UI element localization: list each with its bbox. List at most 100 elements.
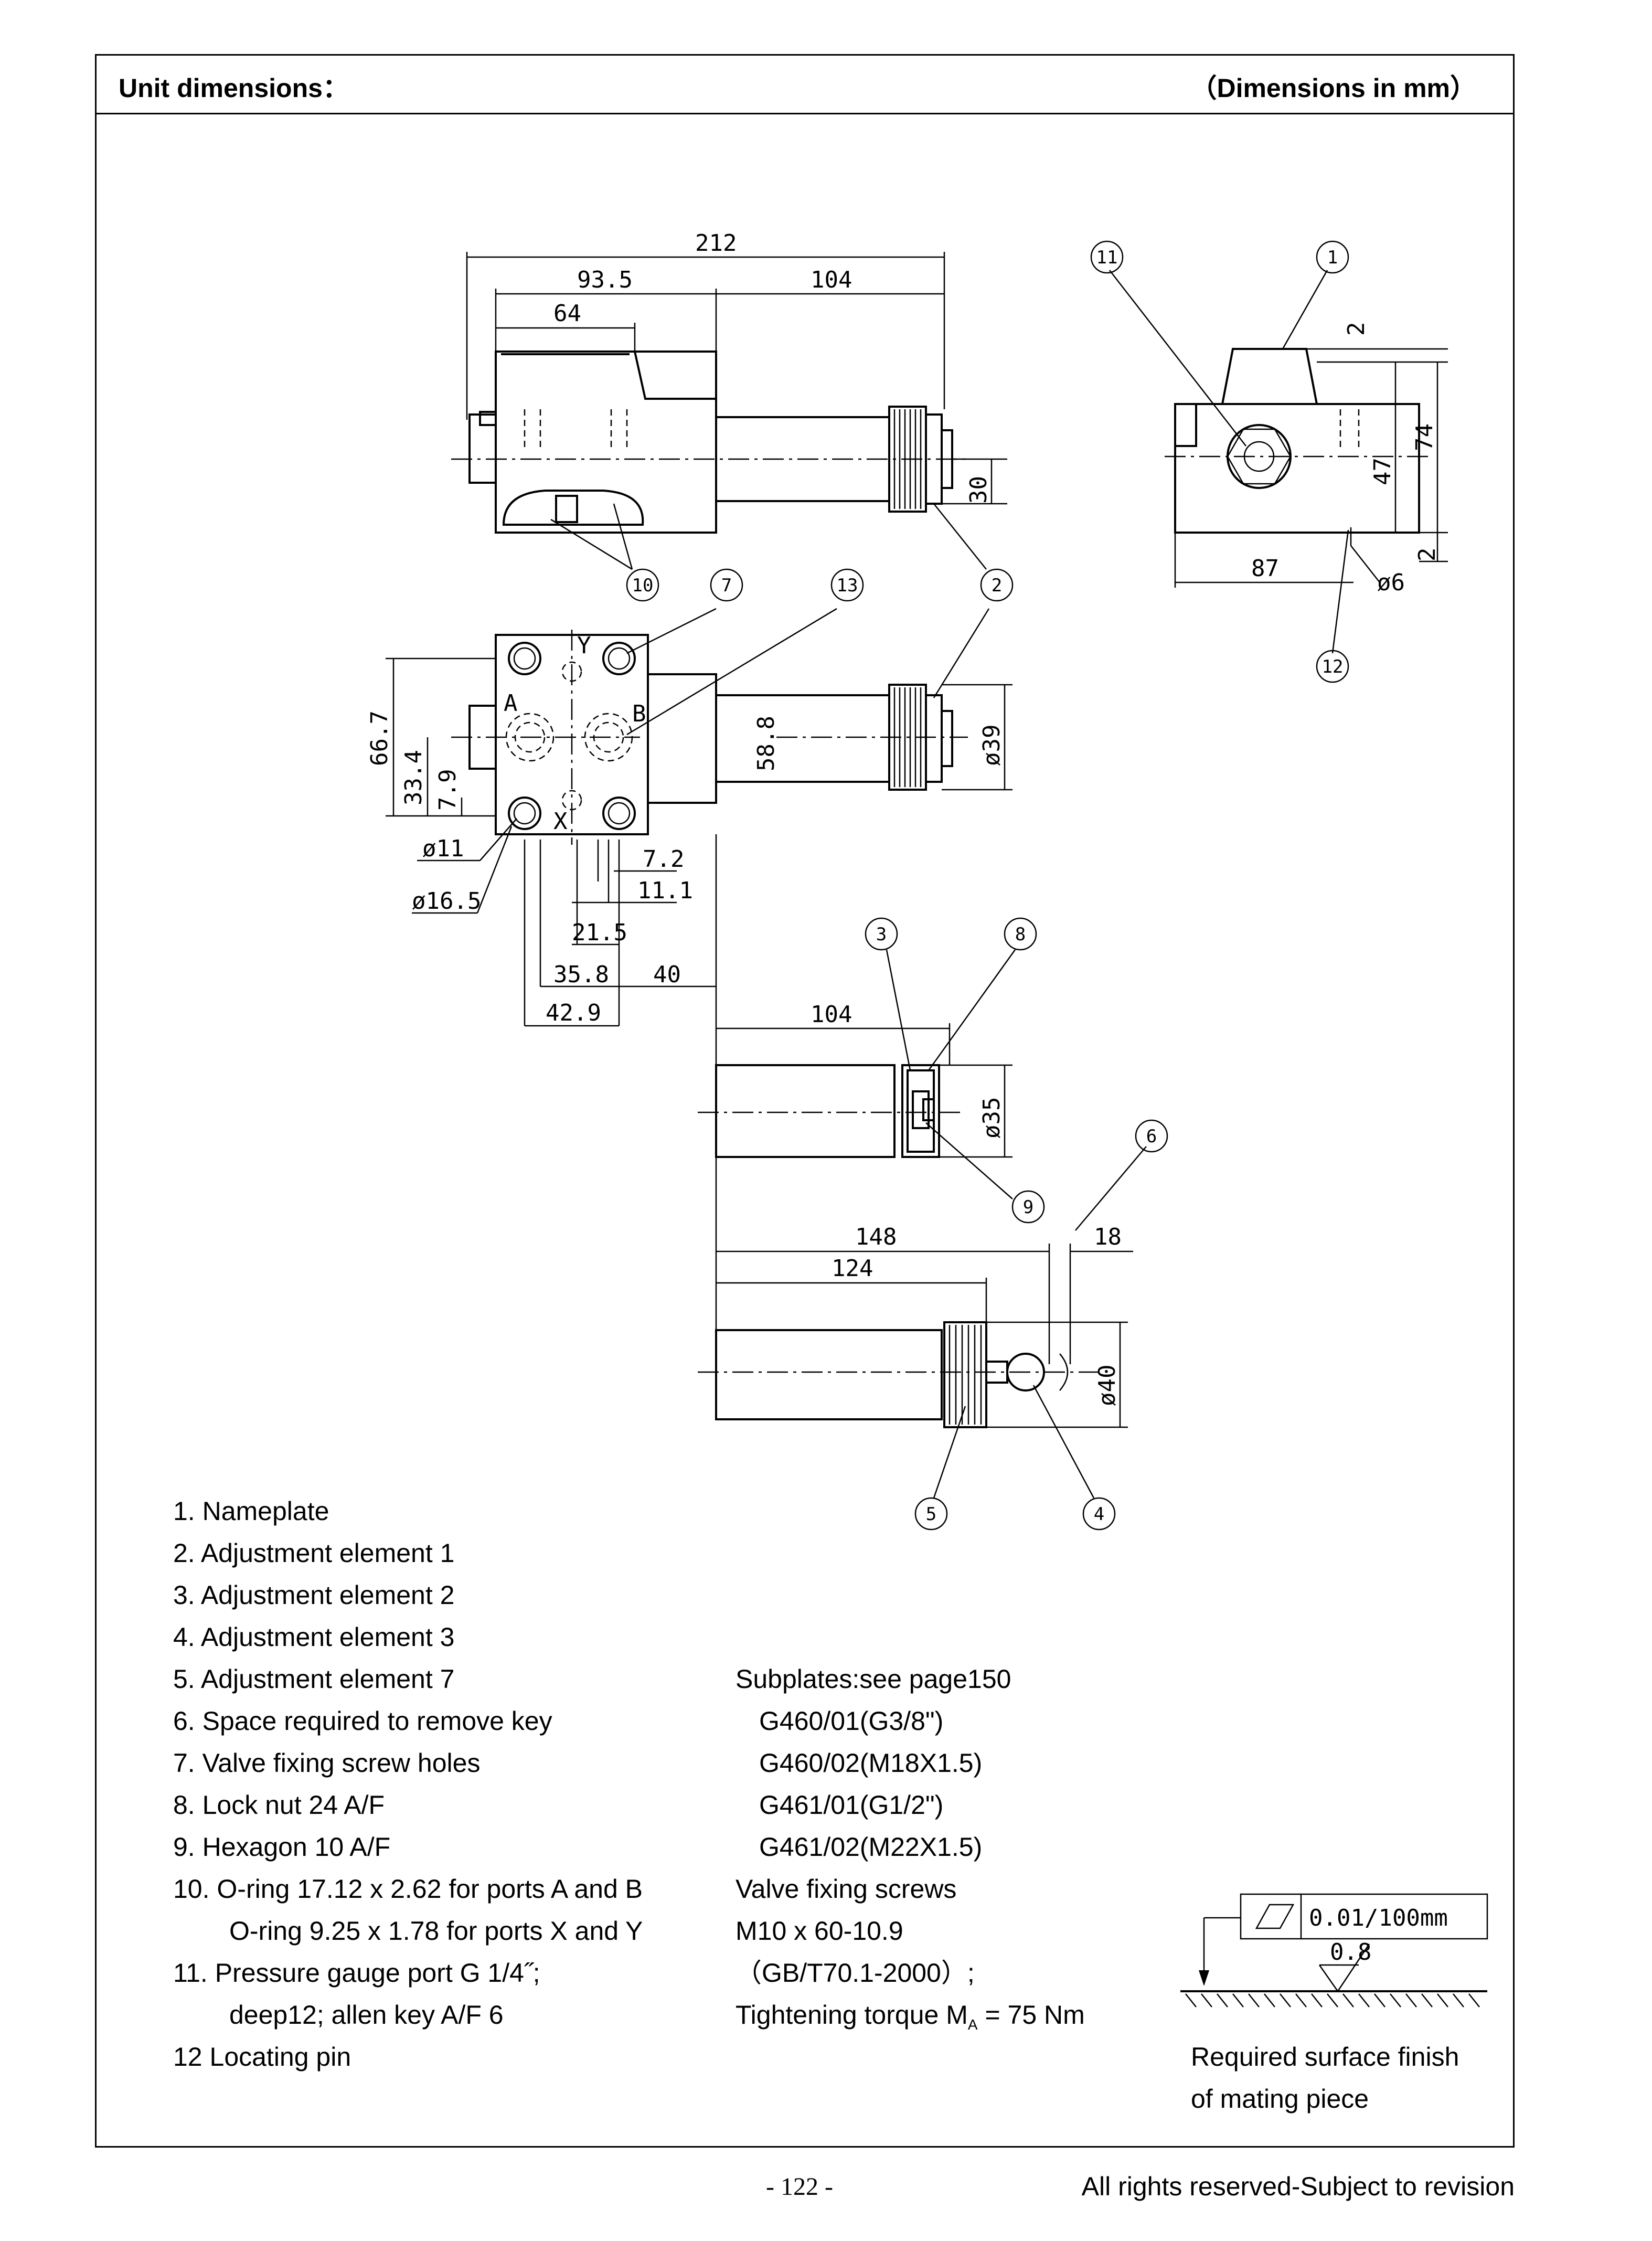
element-3-view: 148 124 18 ø40 bbox=[698, 1146, 1147, 1499]
dim-42-9: 42.9 bbox=[546, 1000, 601, 1026]
legend-item: O-ring 9.25 x 1.78 for ports X and Y bbox=[229, 1916, 643, 1946]
dim-phi-6: ø6 bbox=[1377, 569, 1405, 596]
legend-list: 1. Nameplate 2. Adjustment element 1 3. … bbox=[173, 1490, 643, 2078]
port-label-y: Y bbox=[577, 632, 591, 659]
flatness-icon bbox=[1255, 1904, 1295, 1929]
dim-35-8: 35.8 bbox=[553, 961, 609, 988]
dim-74: 74 bbox=[1411, 423, 1438, 451]
page-title: Unit dimensions： bbox=[119, 73, 349, 103]
svg-text:1: 1 bbox=[1327, 247, 1338, 268]
key-lock bbox=[943, 1321, 987, 1428]
dim-phi-39: ø39 bbox=[978, 725, 1005, 766]
port-label-x: X bbox=[553, 808, 568, 835]
dim-7-9: 7.9 bbox=[434, 769, 461, 811]
balloon-9: 9 bbox=[1011, 1190, 1045, 1224]
legend-item: 11. Pressure gauge port G 1/4˝; bbox=[173, 1958, 540, 1988]
balloon-13: 13 bbox=[830, 568, 864, 602]
dim-104-top: 104 bbox=[811, 267, 852, 293]
dim-33-4: 33.4 bbox=[400, 750, 427, 805]
svg-text:7: 7 bbox=[721, 575, 732, 596]
dim-64: 64 bbox=[553, 300, 581, 327]
balloon-6: 6 bbox=[1135, 1119, 1168, 1153]
side-body bbox=[1174, 403, 1420, 534]
dim-18: 18 bbox=[1094, 1224, 1122, 1250]
side-view: 2 74 47 2 87 ø6 bbox=[1109, 270, 1448, 654]
subplate-item: G460/02(M18X1.5) bbox=[759, 1748, 983, 1778]
balloon-8: 8 bbox=[1004, 917, 1037, 951]
dim-phi-11: ø11 bbox=[422, 835, 464, 862]
valve-body bbox=[495, 351, 717, 534]
dim-2-bot: 2 bbox=[1414, 548, 1441, 562]
balloon-4: 4 bbox=[1082, 1497, 1116, 1531]
screw-spec: M10 x 60-10.9 bbox=[736, 1916, 903, 1946]
fixing-hole-tl bbox=[508, 642, 541, 675]
dim-93-5: 93.5 bbox=[577, 267, 633, 293]
svg-text:2: 2 bbox=[992, 575, 1002, 596]
balloon-12: 12 bbox=[1316, 650, 1349, 683]
fixing-hole-bl bbox=[508, 796, 541, 830]
balloon-5: 5 bbox=[914, 1497, 948, 1531]
dim-47: 47 bbox=[1369, 458, 1396, 485]
subplate-item: G461/01(G1/2") bbox=[759, 1790, 944, 1820]
dim-212: 212 bbox=[695, 230, 737, 257]
legend-item: 7. Valve fixing screw holes bbox=[173, 1748, 481, 1778]
legend-item: 12 Locating pin bbox=[173, 2042, 351, 2072]
header-bar: Unit dimensions： （Dimensions in mm） bbox=[97, 56, 1513, 114]
plan-view: A B X Y 66.7 33.4 7.9 58.8 ø39 ø11 bbox=[366, 503, 1012, 1027]
dim-2-top: 2 bbox=[1343, 322, 1370, 336]
dim-30: 30 bbox=[965, 476, 992, 504]
legend-item: 4. Adjustment element 3 bbox=[173, 1622, 455, 1652]
fixing-hole-br bbox=[602, 796, 636, 830]
dim-phi-35: ø35 bbox=[978, 1097, 1005, 1139]
svg-text:13: 13 bbox=[837, 575, 858, 596]
dim-21-5: 21.5 bbox=[572, 919, 627, 946]
flatness-value: 0.01/100mm bbox=[1309, 1905, 1448, 1931]
balloon-10: 10 bbox=[626, 568, 659, 602]
subplate-item: G460/01(G3/8") bbox=[759, 1706, 944, 1736]
legend-item: 10. O-ring 17.12 x 2.62 for ports A and … bbox=[173, 1874, 643, 1904]
dim-phi-16-5: ø16.5 bbox=[412, 888, 481, 915]
balloon-2: 2 bbox=[980, 568, 1014, 602]
surface-caption-line-1: Required surface finish bbox=[1191, 2042, 1459, 2072]
roughness-icon bbox=[1318, 1943, 1370, 1993]
surface-caption-line-2: of mating piece bbox=[1191, 2084, 1369, 2113]
legend-item: 3. Adjustment element 2 bbox=[173, 1580, 455, 1610]
balloon-1: 1 bbox=[1316, 240, 1349, 274]
dim-phi-40: ø40 bbox=[1094, 1365, 1121, 1406]
balloon-3: 3 bbox=[865, 917, 898, 951]
surface-finish-symbol: 0.01/100mm 0.8 bbox=[1180, 1893, 1488, 2008]
surface-finish-caption: Required surface finish of mating piece bbox=[1191, 2036, 1459, 2120]
flatness-frame bbox=[1240, 1893, 1488, 1940]
svg-text:5: 5 bbox=[926, 1504, 936, 1525]
units-note: （Dimensions in mm） bbox=[1190, 73, 1476, 103]
subplates-info: Subplates:see page150 G460/01(G3/8") G46… bbox=[736, 1658, 1085, 2046]
svg-text:11: 11 bbox=[1096, 247, 1118, 268]
svg-text:6: 6 bbox=[1146, 1126, 1157, 1147]
legend-item: 6. Space required to remove key bbox=[173, 1706, 552, 1736]
lock-nut bbox=[901, 1064, 940, 1158]
dim-7-2: 7.2 bbox=[643, 846, 684, 873]
balloon-7: 7 bbox=[710, 568, 743, 602]
element-2-view: 104 ø35 bbox=[698, 949, 1016, 1199]
top-view: 212 93.5 104 64 30 bbox=[451, 230, 1007, 534]
legend-item: 5. Adjustment element 7 bbox=[173, 1664, 455, 1694]
legend-item: deep12; allen key A/F 6 bbox=[229, 2000, 504, 2030]
roughness-value: 0.8 bbox=[1330, 1939, 1371, 1966]
side-plug bbox=[468, 413, 497, 484]
port-label-b: B bbox=[632, 700, 646, 727]
svg-text:9: 9 bbox=[1023, 1197, 1033, 1218]
screws-heading: Valve fixing screws bbox=[736, 1874, 957, 1904]
svg-text:3: 3 bbox=[876, 924, 887, 945]
dim-87: 87 bbox=[1251, 555, 1279, 582]
dim-40: 40 bbox=[653, 961, 681, 988]
dim-124: 124 bbox=[832, 1255, 873, 1282]
screw-standard: （GB/T70.1-2000）; bbox=[736, 1958, 975, 1988]
tightening-torque: Tightening torque MA = 75 Nm bbox=[736, 2000, 1085, 2033]
legend-item: 1. Nameplate bbox=[173, 1496, 329, 1526]
rights-notice: All rights reserved-Subject to revision bbox=[1081, 2172, 1515, 2201]
screw-head-section bbox=[502, 490, 644, 526]
svg-text:10: 10 bbox=[632, 575, 654, 596]
dim-11-1: 11.1 bbox=[637, 877, 693, 904]
subplates-heading: Subplates:see page150 bbox=[736, 1664, 1011, 1694]
